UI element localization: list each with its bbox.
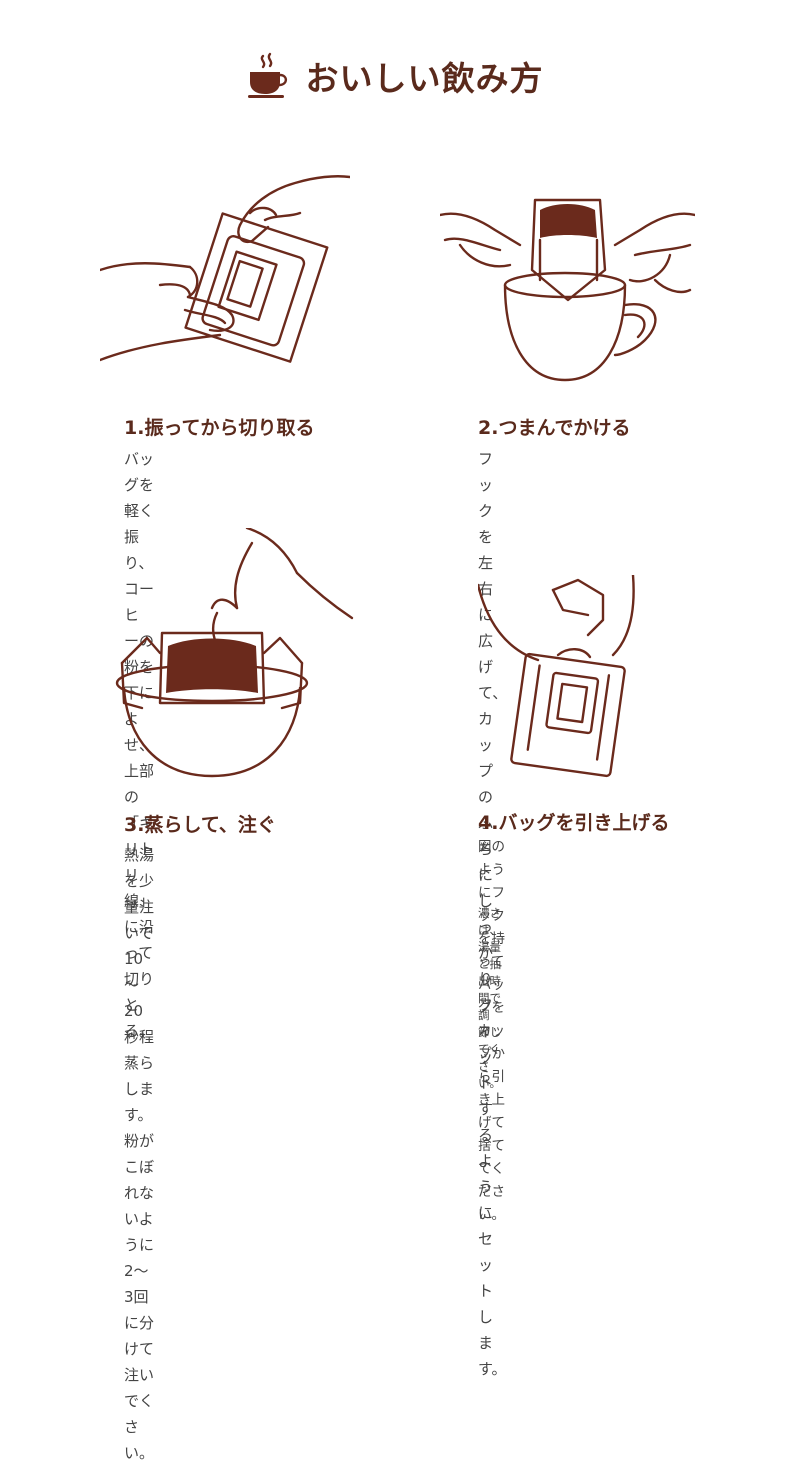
step-2-illustration: [440, 198, 695, 382]
step-2-title: 2.つまんでかける: [478, 417, 631, 439]
step-1-illustration: [100, 175, 350, 363]
step-4-note: 濃さは、湯量と抽出時間で調 節してく さい。: [478, 906, 501, 1090]
page-title: おいしい飲み方: [305, 59, 544, 98]
step-3-illustration: [115, 528, 354, 778]
step-1-title: 1.振ってから切り取る: [124, 417, 315, 439]
step-3-description: 熱湯を少量注いで10～ 20秒程蒸らします。粉が こぼれないように2～3回 に分…: [124, 846, 155, 1462]
step-4-illustration: [478, 575, 635, 778]
step-4-title: 4.バッグを引き上げる: [478, 812, 670, 834]
step-3-title: 3.蒸らして、注ぐ: [124, 814, 276, 836]
coffee-cup-icon: [248, 52, 288, 98]
page-header: おいしい飲み方: [0, 52, 790, 100]
